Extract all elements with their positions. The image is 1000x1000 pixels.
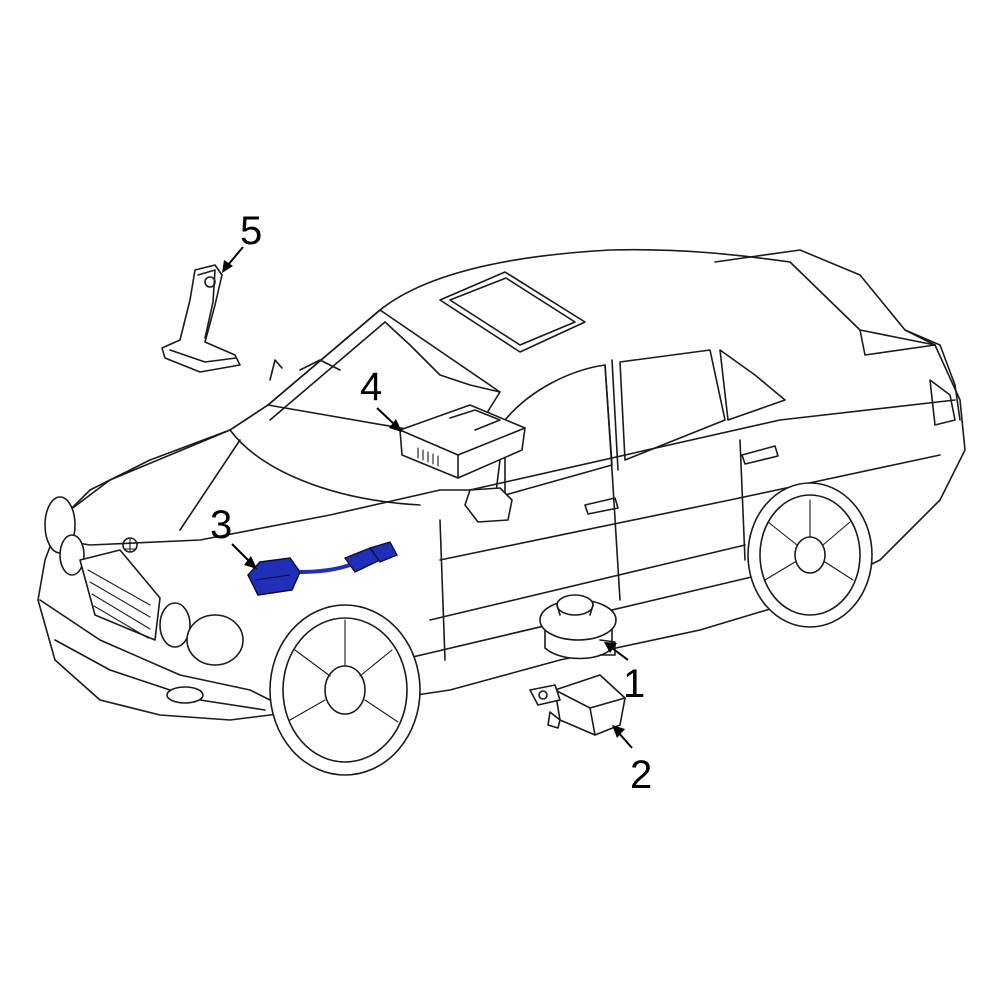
front-wheel xyxy=(269,604,421,776)
callout-3: 3 xyxy=(210,503,232,547)
sunroof xyxy=(439,271,586,353)
part-3-connector xyxy=(368,541,398,563)
callout-5: 5 xyxy=(240,209,262,253)
callout-1: 1 xyxy=(623,662,645,706)
part-3-sensor-harness xyxy=(247,541,398,596)
part-2-relay-box xyxy=(529,674,626,736)
part-3-wire xyxy=(299,563,351,574)
rear-wheel xyxy=(747,482,873,628)
grille xyxy=(79,549,161,641)
part-5-bracket xyxy=(161,264,241,373)
callout-2: 2 xyxy=(630,753,652,797)
vehicle-outline xyxy=(37,248,966,776)
callout-4: 4 xyxy=(360,365,382,409)
car-roof xyxy=(37,248,966,721)
part-4-control-module xyxy=(399,404,526,479)
callout-arrows xyxy=(222,246,633,749)
part-1-siren xyxy=(539,594,617,660)
